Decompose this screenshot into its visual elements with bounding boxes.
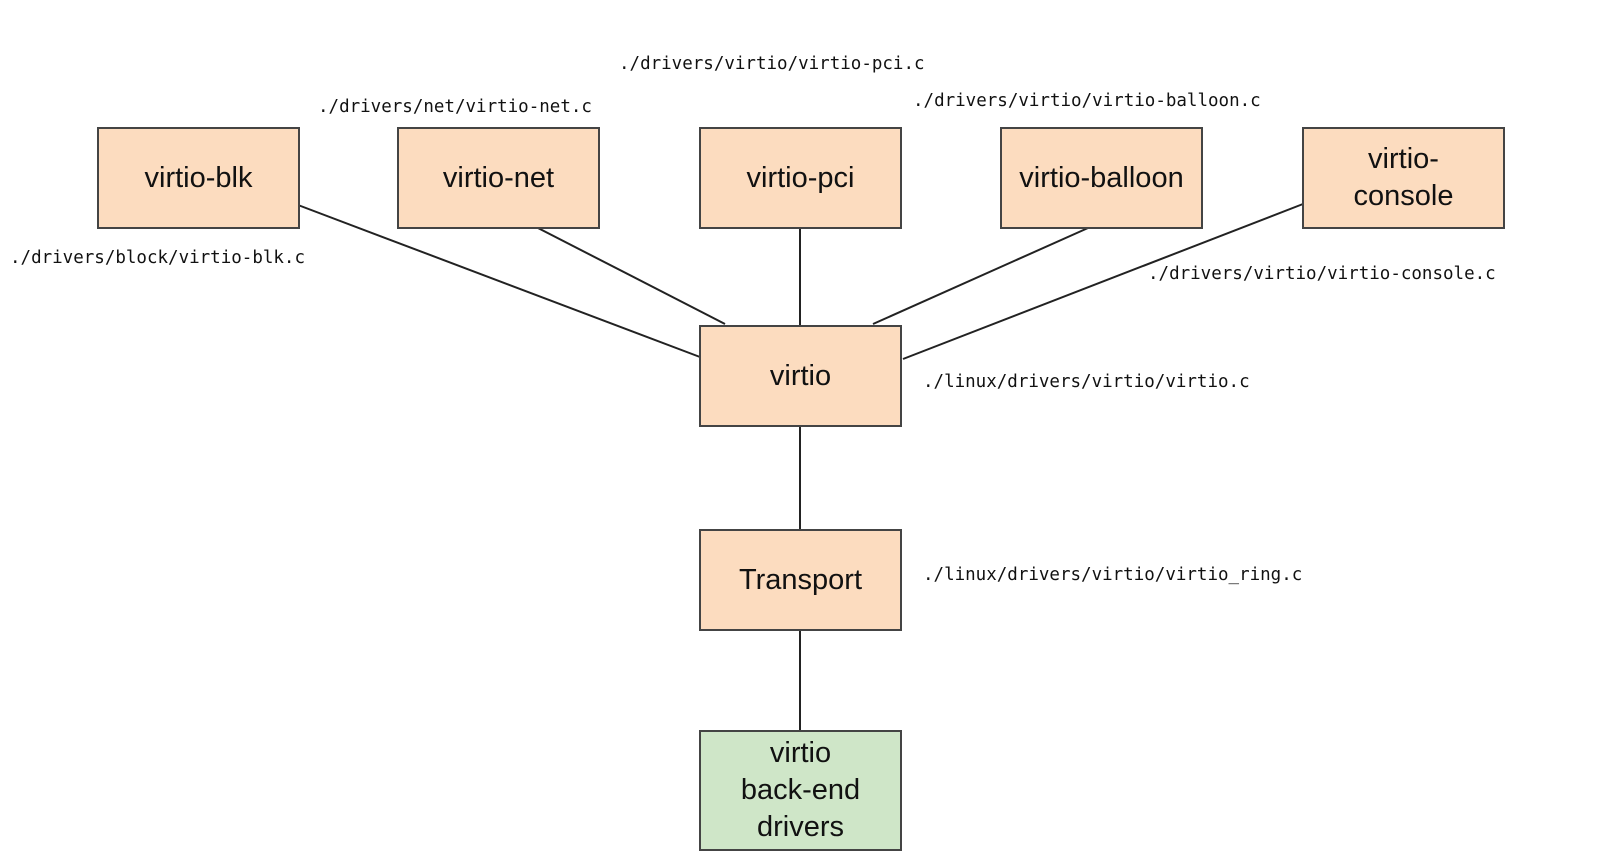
virtio-console-source-path: ./drivers/virtio/virtio-console.c <box>1148 264 1496 284</box>
virtio-pci-source-path: ./drivers/virtio/virtio-pci.c <box>619 54 925 74</box>
virtio-core-node: virtio <box>699 325 902 427</box>
backend-drivers-node: virtio back-end drivers <box>699 730 902 851</box>
virtio-net-node: virtio-net <box>397 127 600 229</box>
virtio-net-source-path: ./drivers/net/virtio-net.c <box>318 97 592 117</box>
edge-virtio-net-to-virtio <box>537 227 726 325</box>
virtio-balloon-source-path: ./drivers/virtio/virtio-balloon.c <box>913 91 1261 111</box>
virtio-core-source-path: ./linux/drivers/virtio/virtio.c <box>923 372 1250 392</box>
edge-virtio-balloon-to-virtio <box>872 227 1089 325</box>
transport-source-path: ./linux/drivers/virtio/virtio_ring.c <box>923 565 1303 585</box>
virtio-pci-node: virtio-pci <box>699 127 902 229</box>
edge-virtio-blk-to-virtio <box>297 204 701 358</box>
edge-virtio-console-to-virtio <box>902 203 1304 360</box>
transport-node: Transport <box>699 529 902 631</box>
virtio-balloon-node: virtio-balloon <box>1000 127 1203 229</box>
virtio-console-node: virtio- console <box>1302 127 1505 229</box>
virtio-blk-node: virtio-blk <box>97 127 300 229</box>
virtio-blk-source-path: ./drivers/block/virtio-blk.c <box>10 248 306 268</box>
